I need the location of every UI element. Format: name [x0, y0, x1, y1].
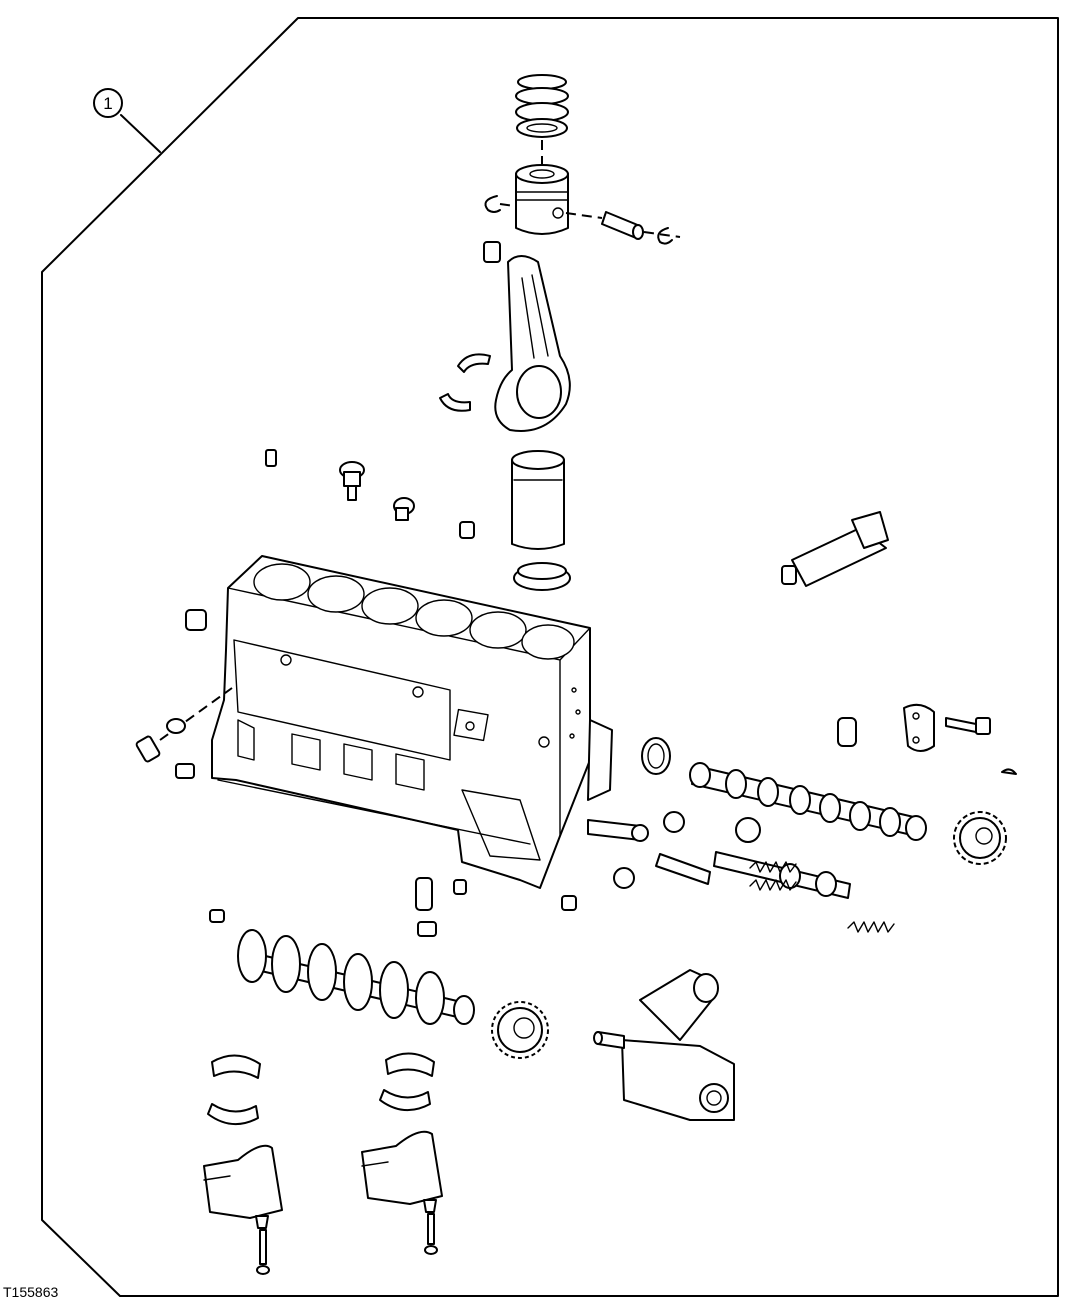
plug-a — [453, 879, 467, 895]
kit-frame — [41, 17, 1059, 1297]
main-bearing-lower-left — [207, 1103, 259, 1125]
cap-screw-right — [423, 1199, 438, 1255]
thrust-plate — [903, 703, 935, 752]
piston-rings — [515, 74, 569, 138]
cylinder-block — [211, 555, 591, 889]
callout-circle — [93, 88, 123, 118]
main-bearing-upper-right — [385, 1052, 435, 1077]
oil-pressure-plug — [339, 461, 365, 501]
plug-b — [561, 895, 577, 911]
main-bearing-lower-right — [379, 1089, 431, 1111]
springs — [749, 861, 895, 933]
piston-pin — [601, 211, 644, 240]
main-bearing-upper-left — [211, 1054, 261, 1079]
expansion-plug — [185, 609, 207, 631]
cylinder-liner — [511, 450, 565, 550]
cam-follower — [837, 717, 857, 747]
callout-1: 1 — [93, 88, 161, 153]
snap-ring-right — [657, 227, 673, 245]
callout-label: 1 — [103, 94, 112, 113]
block-rear-plate — [587, 719, 613, 801]
camshaft — [689, 762, 927, 841]
piston — [515, 164, 569, 235]
pipe-plug — [393, 497, 415, 521]
connecting-rod — [494, 255, 571, 432]
dowel-stack — [415, 877, 437, 937]
main-bearing-cap-left — [203, 1144, 283, 1219]
cap-screw — [945, 717, 991, 735]
oil-pump — [593, 969, 735, 1121]
crankshaft — [237, 929, 475, 1025]
idler-shaft — [587, 819, 649, 842]
figure-id: T155863 — [3, 1284, 59, 1300]
rod-bushing — [483, 241, 501, 263]
rod-bearing-upper — [457, 353, 491, 373]
sealant-tube — [781, 511, 889, 587]
cap-screw-left — [255, 1215, 270, 1275]
camshaft-gear — [953, 811, 1007, 865]
main-bearing-cap-right — [361, 1130, 443, 1205]
camshaft-bushing — [641, 737, 671, 775]
liner-seal — [513, 562, 571, 591]
crankshaft-gear — [491, 1001, 549, 1059]
bushings — [613, 811, 761, 889]
plug-small — [459, 521, 475, 539]
plug-c — [209, 909, 225, 923]
rod-bearing-lower — [439, 393, 471, 412]
drain-plug — [135, 718, 186, 763]
dowel-left — [175, 763, 195, 779]
snap-ring-left — [484, 195, 501, 213]
dowel-pin — [265, 449, 277, 467]
balancer-shaft — [655, 851, 851, 899]
woodruff-key — [1001, 768, 1017, 775]
